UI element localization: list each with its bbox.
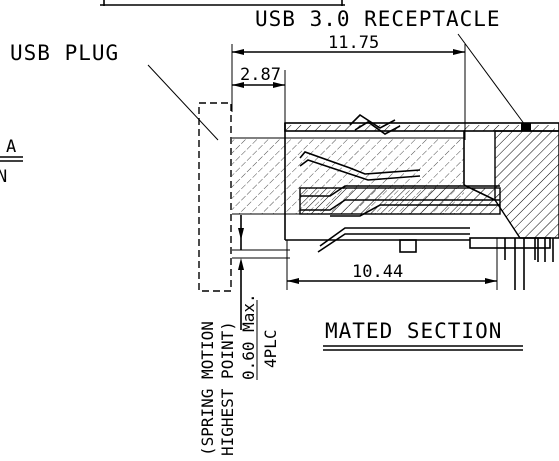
spring-note-line2: HIGHEST POINT) [218,321,237,456]
dimension-plug-offset [232,70,286,125]
top-dimension-line [100,0,345,6]
dimension-bottom-value: 10.44 [352,262,403,282]
spring-motion-note: (SPRING MOTION HIGHEST POINT) 0.60 Max. … [198,293,280,456]
spring-note-line3: 0.60 Max. [239,293,258,380]
dimension-overall [231,44,466,140]
receptacle-leader [457,33,526,126]
dimension-overall-value: 11.75 [328,33,379,53]
usb-plug-leader [147,64,219,141]
left-label-a: A [6,137,16,157]
receptacle-label: USB 3.0 RECEPTACLE [255,7,501,31]
spring-note-line4: 4PLC [261,329,280,368]
spring-motion-arrows [232,215,290,330]
usb-plug-label: USB PLUG [10,41,119,65]
dimension-plug-offset-value: 2.87 [240,65,281,85]
receptacle-housing [284,113,559,290]
dimension-bottom [286,238,498,290]
plug-outline [198,102,232,292]
left-label-n: N [0,167,7,187]
mated-section-label: MATED SECTION [325,319,502,343]
spring-note-line1: (SPRING MOTION [198,321,217,456]
